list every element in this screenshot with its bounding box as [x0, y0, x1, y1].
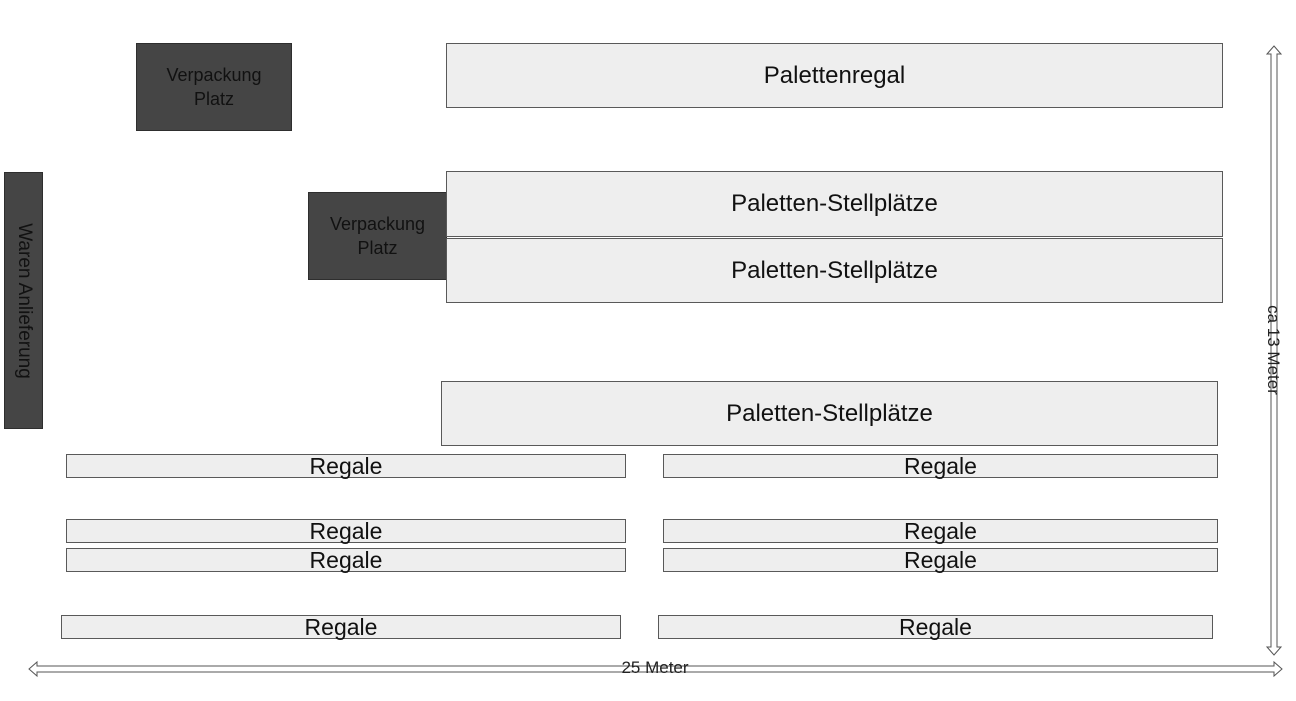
regal-right-2: Regale: [663, 519, 1218, 543]
regal-right-3-label: Regale: [904, 546, 977, 573]
regal-left-2-label: Regale: [309, 517, 383, 544]
height-arrow: [1265, 45, 1283, 656]
regal-left-2: Regale: [66, 519, 626, 543]
regal-right-2-label: Regale: [904, 517, 977, 544]
verpackung-top-line1: Verpackung: [166, 65, 262, 85]
regal-right-4: Regale: [658, 615, 1213, 639]
height-label: ca 13 Meter: [1264, 305, 1283, 395]
paletten-stellplatz-1: Paletten-Stellplätze: [446, 171, 1223, 237]
width-label: 25 Meter: [621, 658, 689, 677]
regal-right-1: Regale: [663, 454, 1218, 478]
verpackung-mid-line1: Verpackung: [329, 214, 426, 234]
width-arrow: [28, 660, 1283, 678]
regal-left-4-label: Regale: [304, 613, 378, 640]
verpackung-platz-top: Verpackung Platz: [136, 43, 292, 131]
regal-right-1-label: Regale: [904, 452, 977, 479]
regal-left-1-label: Regale: [309, 452, 383, 479]
regal-left-3: Regale: [66, 548, 626, 572]
palettenregal: Palettenregal: [446, 43, 1223, 108]
stellplatz-1-label: Paletten-Stellplätze: [731, 190, 938, 217]
regal-right-3: Regale: [663, 548, 1218, 572]
verpackung-top-line2: Platz: [193, 89, 235, 109]
paletten-stellplatz-3: Paletten-Stellplätze: [441, 381, 1218, 446]
verpackung-mid-line2: Platz: [357, 238, 398, 258]
regal-left-3-label: Regale: [309, 546, 383, 573]
stellplatz-2-label: Paletten-Stellplätze: [731, 256, 938, 284]
waren-anlieferung: Waren Anlieferung: [4, 172, 43, 429]
paletten-stellplatz-2: Paletten-Stellplätze: [446, 238, 1223, 303]
stellplatz-3-label: Paletten-Stellplätze: [726, 399, 933, 427]
regal-right-4-label: Regale: [899, 613, 972, 640]
regal-left-1: Regale: [66, 454, 626, 478]
palettenregal-label: Palettenregal: [763, 61, 906, 89]
regal-left-4: Regale: [61, 615, 621, 639]
